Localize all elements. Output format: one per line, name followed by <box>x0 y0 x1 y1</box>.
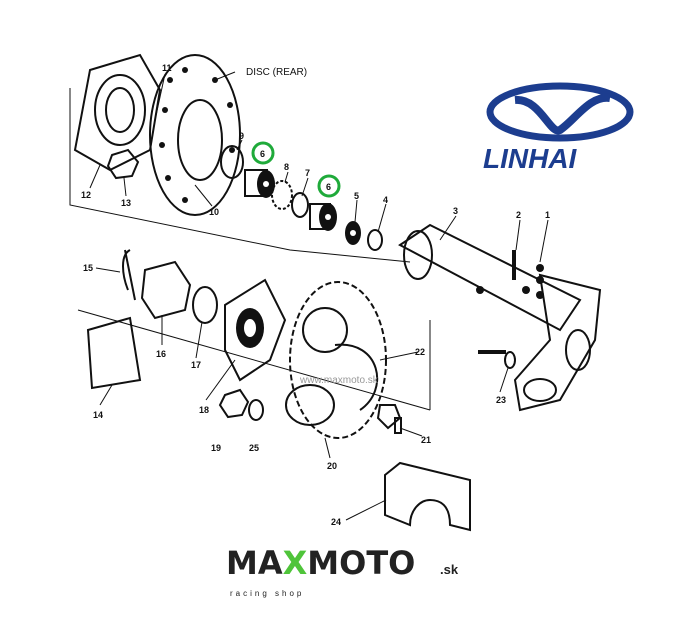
label-18: 18 <box>199 405 209 415</box>
maxmoto-tagline: racing shop <box>230 589 304 598</box>
collar-part-5 <box>345 221 361 245</box>
label-2: 2 <box>516 210 521 220</box>
maxmoto-logo: MAXMOTO .sk racing shop <box>226 544 459 598</box>
label-10: 10 <box>209 207 219 217</box>
label-14: 14 <box>93 410 103 420</box>
leader-lines <box>89 71 549 521</box>
label-6-second: 6 <box>326 182 331 192</box>
linhai-logo: LINHAI <box>483 82 634 174</box>
seal-part-9 <box>220 145 244 179</box>
label-13: 13 <box>121 198 131 208</box>
label-23: 23 <box>496 395 506 405</box>
bearing-part-6 <box>244 169 275 198</box>
maxmoto-text-ma: MA <box>226 544 283 582</box>
label-20: 20 <box>327 461 337 471</box>
bearing-part-6-second <box>309 203 337 231</box>
brake-disc <box>149 54 241 216</box>
label-21: 21 <box>421 435 431 445</box>
label-4: 4 <box>383 195 388 205</box>
label-8: 8 <box>284 162 289 172</box>
watermark: www.maxmoto.sk <box>299 375 379 386</box>
tire-part-20 <box>285 281 387 439</box>
washer-part-17 <box>192 286 218 324</box>
label-11: 11 <box>162 63 172 73</box>
wheel-hub-part-18 <box>224 278 287 382</box>
label-9: 9 <box>239 131 244 141</box>
axle-housing-part-3 <box>398 223 602 412</box>
circlip-part-4 <box>367 229 383 251</box>
washer-part-25 <box>248 399 264 421</box>
label-6: 6 <box>260 149 265 159</box>
cover-part-24 <box>384 461 471 532</box>
label-1: 1 <box>545 210 550 220</box>
label-15: 15 <box>83 263 93 273</box>
highlight-ring <box>251 141 275 165</box>
label-25: 25 <box>249 443 259 453</box>
label-12: 12 <box>81 190 91 200</box>
highlight-ring <box>317 174 341 198</box>
maxmoto-text-x: X <box>283 544 308 582</box>
bolt-part-23 <box>478 350 516 369</box>
spacer-part-8 <box>271 180 293 210</box>
label-17: 17 <box>191 360 201 370</box>
bolts-part-1-2 <box>476 250 544 299</box>
label-16: 16 <box>156 349 166 359</box>
rim-part-22 <box>334 343 379 411</box>
label-5: 5 <box>354 191 359 201</box>
nut-part-13 <box>106 148 140 180</box>
castle-nut-part-16 <box>140 260 192 320</box>
maxmoto-text-moto: MOTO <box>307 544 415 582</box>
label-7: 7 <box>305 168 310 178</box>
bolt-part-21 <box>376 404 402 434</box>
maxmoto-wordmark: MAXMOTO <box>226 544 415 582</box>
circlip-part-7 <box>291 192 309 218</box>
part-number-labels: 1 2 3 4 5 6 6 7 8 9 10 11 12 13 14 15 16… <box>81 63 550 527</box>
label-22: 22 <box>415 347 425 357</box>
label-19: 19 <box>211 443 221 453</box>
label-3: 3 <box>453 206 458 216</box>
assembly-frame <box>69 88 431 411</box>
maxmoto-suffix: .sk <box>440 562 459 577</box>
dust-cap-part-14 <box>86 316 142 390</box>
linhai-logo-text: LINHAI <box>483 143 578 174</box>
label-24: 24 <box>331 517 341 527</box>
disc-label: DISC (REAR) <box>246 67 307 78</box>
nut-part-19 <box>218 388 250 419</box>
cotter-pin-part-15 <box>122 249 136 301</box>
